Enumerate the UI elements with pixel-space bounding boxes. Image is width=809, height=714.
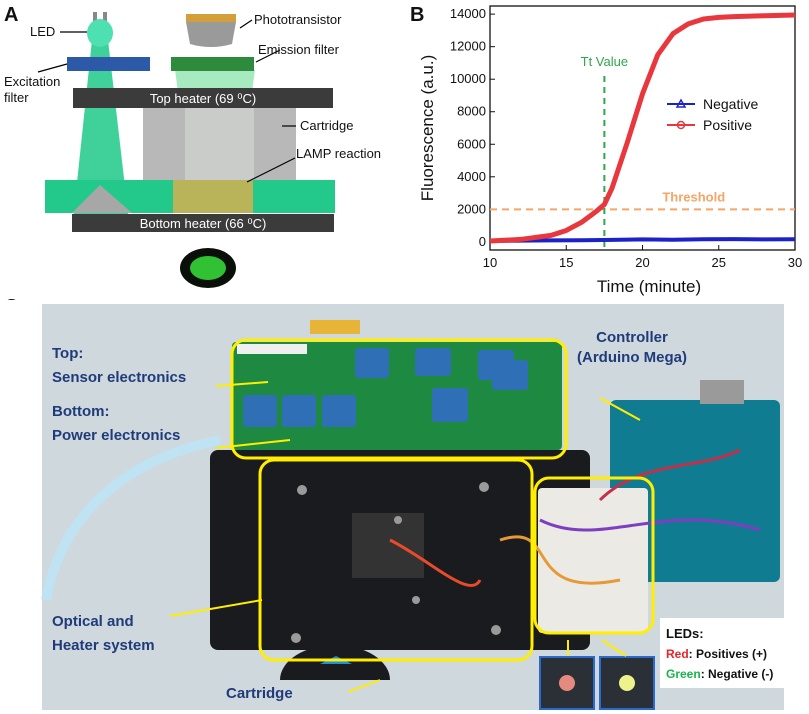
x-tick-label: 20 <box>635 255 649 270</box>
y-tick-label: 4000 <box>457 169 486 184</box>
panel-letter-b: B <box>410 4 425 26</box>
controller-label: Controller <box>596 329 668 346</box>
bottom-heater <box>72 214 334 232</box>
power-electronics-label: Power electronics <box>52 427 180 444</box>
leds-title: LEDs: <box>666 626 704 641</box>
optical-label-2: Heater system <box>52 637 155 654</box>
x-tick-label: 25 <box>712 255 726 270</box>
optical-box <box>258 458 534 662</box>
phototransistor-icon <box>186 22 236 47</box>
legend-label-positive: Positive <box>703 117 752 133</box>
led-icon <box>87 19 113 47</box>
sensor-box <box>230 338 568 460</box>
cartridge-center <box>185 108 254 180</box>
schematic-diagram: Top heater (69 ⁰C) Bottom heater (66 ⁰C)… <box>4 12 381 288</box>
emission-filter-label: Emission filter <box>258 42 340 57</box>
fiber-cables <box>41 435 221 601</box>
phototransistor-top <box>186 14 236 22</box>
cone-shape <box>72 185 132 213</box>
x-tick-label: 30 <box>788 255 802 270</box>
y-tick-label: 14000 <box>450 6 486 21</box>
legend-label-negative: Negative <box>703 96 758 112</box>
tt-value-label: Tt Value <box>581 54 628 69</box>
device-photo: Top: Sensor electronics Bottom: Power el… <box>0 300 809 714</box>
threshold-label: Threshold <box>662 189 725 204</box>
chart-axes: 10 15 20 25 30 0 2000 4000 6000 8000 10000 12000 140… <box>450 5 802 270</box>
lamp-reaction-label: LAMP reaction <box>296 146 381 161</box>
red-led-legend: Red: Positives (+) <box>666 647 767 661</box>
series-line-positive <box>489 12 796 244</box>
cartridge-label: Cartridge <box>300 118 353 133</box>
x-tick-label: 15 <box>559 255 573 270</box>
top-heater <box>73 88 333 108</box>
emission-filter <box>171 57 254 71</box>
legend-marker-negative <box>675 98 687 108</box>
top-heater-label: Top heater (69 ⁰C) <box>150 91 256 106</box>
optical-label-1: Optical and <box>52 613 134 630</box>
y-tick-label: 0 <box>479 234 486 249</box>
cartridge-left <box>143 108 185 183</box>
cartridge-right <box>254 108 296 183</box>
arduino-label: (Arduino Mega) <box>577 349 687 366</box>
tape-patch <box>352 513 424 578</box>
lamp-reaction-zone <box>173 180 253 213</box>
green-led-legend: Green: Negative (-) <box>666 667 773 681</box>
excitation-filter-label-1: Excitation <box>4 74 60 89</box>
breadboard <box>538 488 648 633</box>
sensor-electronics-label: Sensor electronics <box>52 369 186 386</box>
bottom-heater-label: Bottom heater (66 ⁰C) <box>140 216 267 231</box>
fluorescence-chart: 10 15 20 25 30 0 2000 4000 6000 8000 10000 12000 140… <box>418 5 802 296</box>
led-label: LED <box>30 24 55 39</box>
phototransistor-label: Phototransistor <box>254 12 342 27</box>
fluorescence-glow <box>190 256 226 280</box>
x-axis-label: Time (minute) <box>597 277 701 296</box>
y-tick-label: 6000 <box>457 136 486 151</box>
legend-marker-positive <box>676 120 686 130</box>
series-line-negative <box>489 237 796 243</box>
top-label: Top: <box>52 345 83 362</box>
y-tick-label: 10000 <box>450 71 486 86</box>
y-tick-label: 12000 <box>450 39 486 54</box>
panel-letter-a: A <box>4 4 19 26</box>
x-tick-label: 10 <box>483 255 497 270</box>
bottom-label: Bottom: <box>52 403 109 420</box>
y-tick-label: 8000 <box>457 104 486 119</box>
y-axis-label: Fluorescence (a.u.) <box>418 55 437 201</box>
y-tick-label: 2000 <box>457 201 486 216</box>
led-legend <box>660 618 788 688</box>
tape-strip <box>310 320 360 334</box>
excitation-filter <box>67 57 150 71</box>
led-box <box>533 476 655 635</box>
cartridge-photo-label: Cartridge <box>226 685 293 702</box>
excitation-filter-label-2: filter <box>4 90 29 105</box>
